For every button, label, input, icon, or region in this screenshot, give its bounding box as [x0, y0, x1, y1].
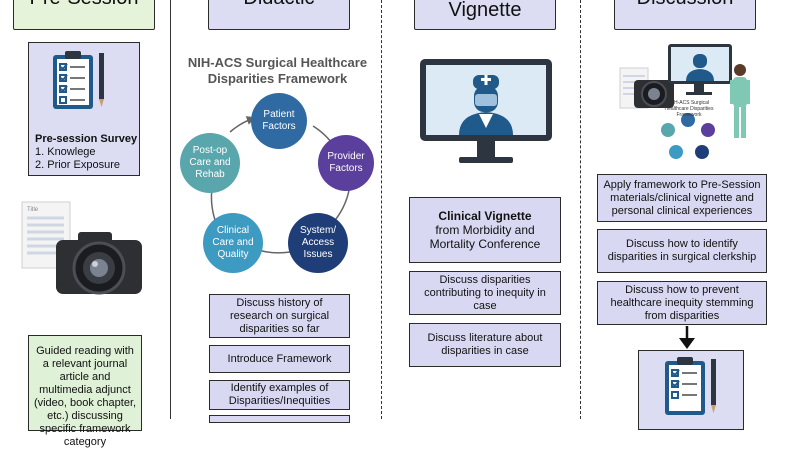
- monitor-doctor-icon: [420, 59, 552, 163]
- down-arrow-icon: [679, 326, 695, 349]
- didactic-item-history: Discuss history of research on surgical …: [209, 294, 350, 338]
- survey-title: Pre-session Survey: [35, 133, 138, 145]
- vignette-item-disparities: Discuss disparities contributing to ineq…: [409, 271, 561, 315]
- post-survey-box: [638, 350, 744, 430]
- survey-box: Pre-session Survey 1. Knowlege 2. Prior …: [28, 42, 140, 176]
- didactic-item-next-edge: [209, 415, 350, 423]
- factor-patient: Patient Factors: [251, 93, 307, 149]
- paper-title-label: Title: [27, 207, 39, 213]
- vignette-item-literature: Discuss literature about disparities in …: [409, 323, 561, 367]
- column-divider-1: [170, 0, 171, 419]
- factor-clinical-care: Clinical Care and Quality: [203, 213, 263, 273]
- clipboard-icon: [665, 357, 716, 415]
- mini-framework-title: NIH-ACS Surgical Healthcare Disparities …: [664, 100, 714, 118]
- header-discussion: Discussion: [614, 0, 756, 30]
- header-pre-session: Pre-Session: [13, 0, 155, 30]
- didactic-item-introduce: Introduce Framework: [209, 345, 350, 373]
- factor-post-op: Post-op Care and Rehab: [180, 133, 240, 193]
- discussion-item-identify: Discuss how to identify disparities in s…: [597, 229, 767, 273]
- discussion-collage-icon: [619, 44, 750, 159]
- column-divider-2: [381, 0, 382, 419]
- guided-reading-box: Guided reading with a relevant journal a…: [28, 335, 142, 448]
- survey-item-2: 2. Prior Exposure: [35, 159, 120, 171]
- column-divider-3: [580, 0, 581, 419]
- framework-title: NIH-ACS Surgical Healthcare Disparities …: [187, 55, 368, 86]
- didactic-item-examples: Identify examples of Disparities/Inequit…: [209, 380, 350, 410]
- discussion-item-prevent: Discuss how to prevent healthcare inequi…: [597, 281, 767, 325]
- header-vignette: Vignette: [414, 0, 556, 30]
- header-didactic: Didactic: [208, 0, 350, 30]
- factor-provider: Provider Factors: [318, 135, 374, 191]
- journal-camera-icon: Title: [21, 201, 142, 295]
- discussion-item-apply: Apply framework to Pre-Session materials…: [597, 174, 767, 222]
- clinical-vignette-box: Clinical Vignette from Morbidity and Mor…: [409, 197, 561, 263]
- factor-system-access: System/ Access Issues: [288, 213, 348, 273]
- survey-item-1: 1. Knowlege: [35, 146, 96, 158]
- clipboard-icon: [53, 51, 104, 109]
